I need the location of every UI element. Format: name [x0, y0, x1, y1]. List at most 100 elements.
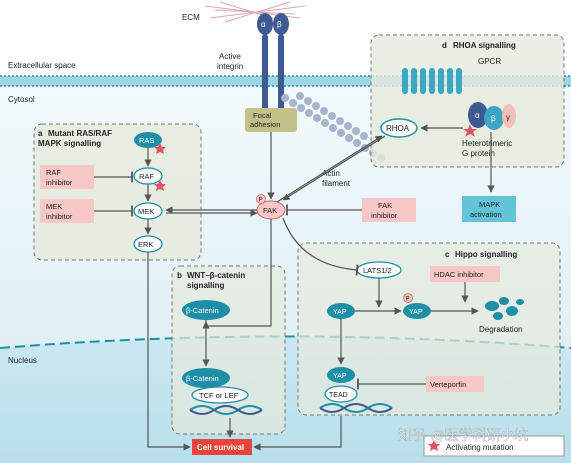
- panel-a: [33, 123, 202, 261]
- panel-b-letter: b: [177, 271, 182, 280]
- panel-a-title-1: Mutant RAS/RAF: [48, 129, 112, 138]
- tead-to-survival-arrow: [253, 416, 342, 451]
- rhoa-node: [380, 118, 418, 138]
- integrin-alpha-label: α: [261, 20, 266, 29]
- fak-inhibits-lats-line: [282, 217, 359, 276]
- actin-filament-label-1: Actin: [322, 169, 340, 178]
- panel-b-title-1: WNT–β-catenin: [187, 271, 245, 280]
- legend-box: [423, 435, 565, 457]
- tead-label: TEAD: [329, 392, 348, 399]
- hdac-inhibitor-box: [430, 266, 500, 282]
- hdac-inhibitor-label: HDAC inhibitor: [434, 270, 484, 279]
- ras-label: RAS: [139, 136, 154, 145]
- yap-label-2: YAP: [409, 309, 423, 316]
- beta-catenin-nuclear-label: β-Catenin: [186, 374, 219, 383]
- mapk-activation-label-1: MAPK: [479, 200, 500, 209]
- yap-nuclear-node: [327, 367, 355, 383]
- panel-c: [297, 242, 561, 416]
- active-integrin-label-1: Active: [219, 52, 241, 61]
- integrin: [257, 13, 289, 112]
- mek-label: MEK: [138, 207, 154, 216]
- heterotrimeric-label-2: G protein: [462, 149, 495, 158]
- mapk-activation-box: [462, 196, 516, 222]
- gpcr-label: GPCR: [478, 57, 501, 66]
- cell-survival-box: [192, 439, 252, 455]
- tcf-lef-label: TCF or LEF: [199, 391, 239, 400]
- heterotrimeric-label-1: Heterotrimeric: [462, 139, 512, 148]
- fak-label: FAK: [263, 206, 277, 215]
- ras-node: [134, 132, 162, 148]
- tead-node: [324, 385, 358, 403]
- lats-label: LATS1/2: [363, 266, 392, 275]
- cytosol-label: Cytosol: [8, 95, 35, 104]
- panel-d-letter: d: [442, 41, 447, 50]
- verteporfin-box: [426, 376, 484, 392]
- raf-inhibitor-box: [40, 165, 94, 189]
- yap-node-1: [327, 303, 355, 319]
- mek-inhibitor-label-1: MEK: [46, 202, 62, 211]
- beta-catenin-nuclear-node: [182, 368, 230, 388]
- panel-b-title-2: signalling: [187, 281, 224, 290]
- mek-inhibitor-box: [40, 199, 94, 223]
- yap-node-2: [403, 303, 431, 319]
- verteporfin-label: Verteporfin: [430, 380, 466, 389]
- yap-phospho-label: P: [406, 297, 410, 303]
- legend-star-icon: [428, 440, 440, 451]
- fak-to-beta-catenin-arrow: [202, 219, 272, 329]
- active-integrin-label-2: integrin: [217, 62, 243, 71]
- raf-inhibitor-label-1: RAF: [46, 168, 61, 177]
- raf-label: RAF: [139, 172, 154, 181]
- g-gamma-label: γ: [506, 113, 510, 122]
- tcf-lef-node: [191, 386, 249, 404]
- panel-d: [370, 34, 565, 168]
- panel-c-title: Hippo signalling: [455, 250, 517, 259]
- ras-mutation-star: [154, 143, 166, 154]
- fak-to-rhoa-arrow: [276, 135, 383, 203]
- degradation-label: Degradation: [479, 325, 523, 334]
- fak-phospho: [256, 194, 266, 204]
- degradation-fragments: [485, 297, 524, 320]
- gpcr: [402, 68, 462, 94]
- erk-to-survival-arrow: [147, 252, 191, 451]
- beta-catenin-node: [182, 300, 230, 320]
- fak-phospho-label: P: [259, 198, 263, 204]
- mek-inhibitor-label-2: inhibitor: [46, 212, 73, 221]
- cell-survival-label: Cell survival: [197, 443, 244, 452]
- yap-nuclear-label: YAP: [333, 373, 347, 380]
- raf-inhibitor-label-2: inhibitor: [46, 178, 73, 187]
- rhoa-to-fak-arrow: [282, 135, 386, 201]
- yap-label-1: YAP: [333, 309, 347, 316]
- fak-inhibitor-label-1: FAK: [378, 201, 392, 210]
- g-alpha-label: α: [475, 111, 480, 120]
- rhoa-label: RHOA: [386, 124, 410, 133]
- ecm-label: ECM: [182, 13, 200, 22]
- g-protein: [468, 102, 516, 130]
- erk-label: ERK: [138, 240, 153, 249]
- raf-mutation-star: [154, 180, 166, 191]
- extracellular-space-label: Extracellular space: [8, 61, 76, 70]
- plasma-membrane: [0, 75, 571, 87]
- fak-inhibitor-box: [362, 198, 416, 222]
- integrin-beta-label: β: [277, 20, 282, 29]
- g-protein-mutation-star: [463, 124, 477, 137]
- focal-adhesion-label-1: Focal: [253, 111, 272, 120]
- fak-inhibitor-label-2: inhibitor: [371, 211, 398, 220]
- panel-b: [171, 265, 286, 435]
- nucleus-label: Nucleus: [8, 356, 37, 365]
- watermark: 知乎 @医学科研小坑: [398, 427, 528, 444]
- mapk-activation-label-2: activation: [470, 210, 502, 219]
- panel-c-letter: c: [445, 250, 450, 259]
- panel-a-letter: a: [38, 129, 43, 138]
- dna-helix-b: [189, 405, 263, 415]
- legend-label: Activating mutation: [446, 443, 514, 452]
- focal-adhesion-box: [245, 108, 297, 132]
- g-beta-label: β: [491, 114, 496, 123]
- beta-catenin-label: β-Catenin: [186, 306, 219, 315]
- focal-adhesion-label-2: adhesion: [250, 120, 280, 129]
- actin-filament-label-2: filament: [322, 179, 351, 188]
- dna-helix-c: [319, 403, 393, 413]
- yap-phospho: [403, 293, 413, 303]
- panel-d-title: RHOA signalling: [453, 41, 516, 50]
- panel-a-title-2: MAPK signalling: [38, 139, 101, 148]
